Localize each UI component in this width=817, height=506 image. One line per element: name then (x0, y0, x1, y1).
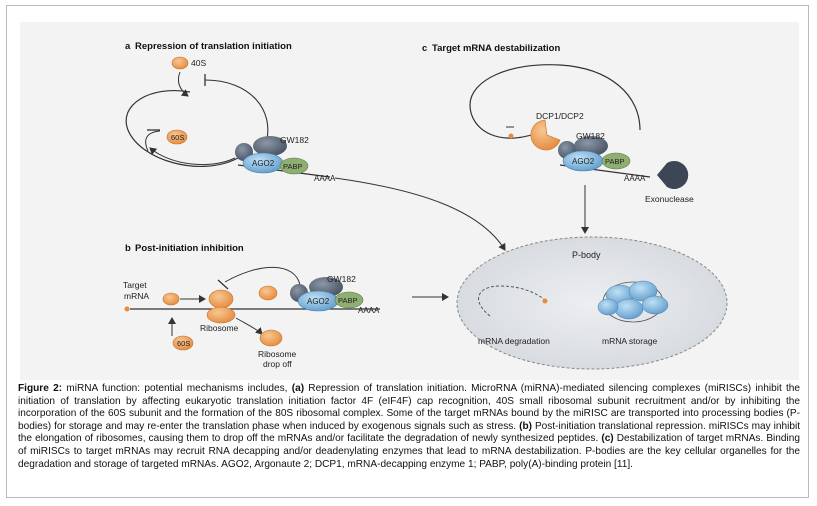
panel-a-gw182-protein (253, 136, 287, 156)
panel-b-dropoff-arrow (235, 317, 263, 335)
pbody-degradation-label: mRNA degradation (478, 336, 550, 346)
panel-c-gw182-label: GW182 (576, 131, 605, 141)
panel-c-exonuclease (657, 161, 689, 189)
panel-c: c Target mRNA destabilization DCP1/DCP2 … (422, 43, 694, 234)
panel-c-polya-label: AAAA (624, 174, 646, 183)
panel-a-60s-subunit (166, 129, 188, 145)
caption-intro: miRNA function: potential mechanisms inc… (62, 383, 292, 394)
caption-text-b: Post-initiation translational repression… (18, 420, 800, 445)
panel-b-pabp-protein (334, 291, 364, 309)
panel-a-mrna-loop (125, 90, 239, 167)
panel-c-released-cap (508, 133, 514, 139)
pbody-storage-cluster (597, 280, 669, 323)
panel-c-ago2-label: AGO2 (572, 157, 595, 166)
panel-b-pabp-label: PABP (338, 296, 357, 305)
panel-c-dcp-label: DCP1/DCP2 (536, 111, 584, 121)
panel-b-ribosome-1 (162, 292, 180, 306)
panel-a-gw182-label: GW182 (280, 135, 309, 145)
panel-c-title: Target mRNA destabilization (432, 43, 560, 54)
caption-tag-b: (b) (519, 420, 532, 432)
pbody-stored-ago2-3 (614, 298, 644, 320)
pbody-degraded-cap (542, 298, 548, 304)
panel-b-gw182-label: GW182 (327, 274, 356, 284)
panel-a-polya-label: AAAA (314, 174, 336, 183)
panel-c-exonuclease-label: Exonuclease (645, 194, 694, 204)
panel-b-ago2-label: AGO2 (307, 297, 330, 306)
panel-a-letter: a (125, 41, 131, 52)
panel-b-inhibition-arc (224, 266, 301, 286)
panel-b-ribosome-2 (208, 289, 234, 309)
panel-a: a Repression of translation initiation 4… (125, 41, 506, 251)
caption-text-a: Repression of translation initiation. Mi… (18, 383, 801, 432)
pbody-stored-ago2-2 (628, 280, 658, 302)
panel-b-ribosome-label: Ribosome (200, 323, 239, 333)
panel-a-60s-arrow (145, 130, 161, 152)
panel-a-return-arrow (149, 147, 236, 166)
figure-caption: Figure 2: miRNA function: potential mech… (18, 383, 800, 471)
panel-b-dropoff-label-line2: drop off (263, 359, 292, 369)
panel-a-pabp-protein (279, 157, 309, 175)
panel-b-60s-subunit (172, 335, 194, 351)
panel-b-mrna-cap (124, 306, 130, 312)
panel-b-title: Post-initiation inhibition (135, 243, 244, 254)
panel-a-40s-label: 40S (191, 58, 206, 68)
panel-b-target-label-line2: mRNA (124, 291, 149, 301)
panel-b-ribosome-4 (258, 285, 278, 301)
panel-c-pabp-label: PABP (605, 157, 624, 166)
pbody-storage-label: mRNA storage (602, 336, 658, 346)
panel-b-60s-label: 60S (177, 339, 190, 348)
caption-text-c: Destabilization of target mRNAs. Binding… (18, 433, 800, 470)
panel-a-40s-subunit (171, 56, 189, 70)
panel-c-pabp-protein (601, 152, 631, 170)
panel-a-title: Repression of translation initiation (135, 41, 292, 52)
panel-a-40s-arrow (177, 71, 189, 97)
panel-b-dropped-ribosome (259, 329, 283, 347)
pbody-label: P-body (572, 250, 601, 260)
pbody-stored-ago2-4 (641, 295, 669, 315)
panel-a-ago2-label: AGO2 (252, 159, 275, 168)
panel-a-inhibition-arc-40s (204, 79, 269, 144)
panel-b: b Post-initiation inhibition Target mRNA… (123, 243, 449, 369)
panel-b-target-label-line1: Target (123, 280, 147, 290)
panel-c-dcp-enzyme (530, 119, 561, 151)
panel-c-letter: c (422, 43, 427, 54)
panel-a-pabp-label: PABP (283, 162, 302, 171)
caption-tag-a: (a) (291, 383, 305, 394)
panel-b-dropoff-label-line1: Ribosome (258, 349, 297, 359)
panel-b-polya-label: AAAA (358, 306, 380, 315)
panel-a-to-pbody-arrow (334, 177, 506, 251)
panel-b-inhibition-bar (217, 279, 229, 290)
panel-b-letter: b (125, 243, 131, 254)
pbody-stored-ago2-5 (597, 298, 619, 316)
pbody-membrane (456, 236, 728, 370)
panel-a-60s-label: 60S (171, 133, 184, 142)
pbody: P-body mRNA degradation mRNA storage (456, 236, 728, 370)
pbody-degraded-mrna (478, 285, 546, 317)
caption-figure-label: Figure 2: (18, 383, 63, 394)
panel-b-ribosome-3 (206, 306, 236, 324)
caption-tag-c: (c) (601, 433, 614, 445)
panel-c-mrna-loop (469, 64, 641, 139)
